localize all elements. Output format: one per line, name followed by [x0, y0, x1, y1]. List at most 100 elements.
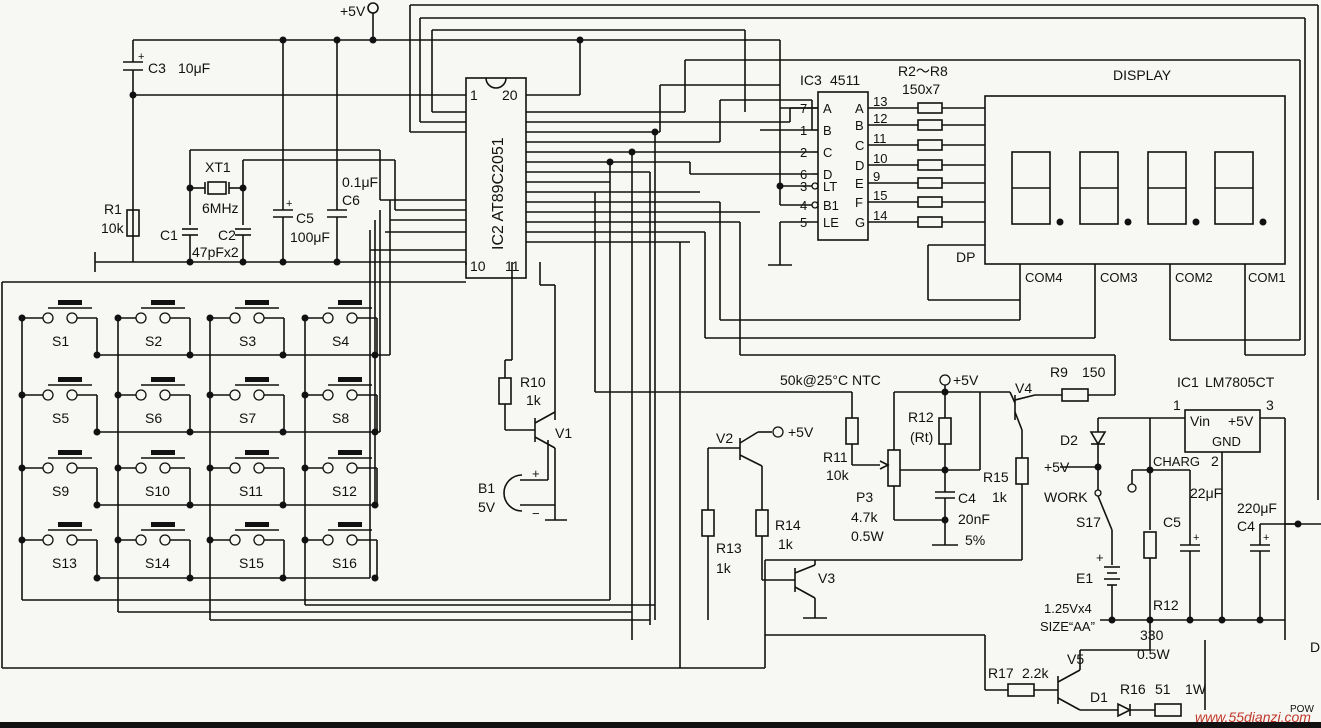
- e1-label: E1: [1076, 570, 1093, 586]
- com3-label: COM3: [1100, 270, 1138, 285]
- key-switch-s1[interactable]: S1: [23, 300, 98, 355]
- r10-label: R10: [520, 374, 546, 390]
- display-module: [704, 95, 1305, 378]
- ic1-pin1: 1: [1173, 397, 1181, 413]
- segment-resistors: [917, 102, 985, 228]
- ntc-section: [594, 192, 1116, 561]
- r2r8-value: 150x7: [902, 81, 940, 97]
- c5-left-label: C5: [296, 210, 314, 226]
- key-switch-s15[interactable]: S15: [210, 522, 285, 578]
- display-label: DISPLAY: [1113, 67, 1172, 83]
- key-switch-s4[interactable]: S4: [303, 300, 378, 355]
- s17-label: S17: [1076, 514, 1101, 530]
- segment-resistor: [917, 216, 985, 228]
- c4-left-value: 20nF: [958, 511, 990, 527]
- ic2-pin10: 10: [470, 258, 486, 274]
- com4-label: COM4: [1025, 270, 1063, 285]
- ic2-left-lines: [1, 199, 681, 669]
- v5-label: V5: [1067, 651, 1084, 667]
- key-label: S7: [239, 410, 256, 426]
- c2-label: C2: [218, 227, 236, 243]
- ic3-left-pin-name: LT: [823, 179, 837, 194]
- c6-value: 0.1μF: [342, 174, 378, 190]
- ic3-right-pin-num: 11: [873, 131, 887, 146]
- edge-d: D: [1310, 639, 1320, 655]
- ic3-left-pin-num: 4: [800, 198, 807, 213]
- key-label: S5: [52, 410, 69, 426]
- r16-label: R16: [1120, 681, 1146, 697]
- key-switch-s8[interactable]: S8: [303, 377, 378, 432]
- segment-resistor: [917, 119, 985, 131]
- r13-value: 1k: [716, 560, 732, 576]
- ic3-right-pin-num: 12: [873, 111, 887, 126]
- r12-left-label: R12: [908, 409, 934, 425]
- b1-label: B1: [478, 480, 495, 496]
- v1-driver: [498, 262, 567, 521]
- r12-right-watt: 0.5W: [1137, 646, 1170, 662]
- power-supply: [1060, 409, 1321, 640]
- key-switch-s5[interactable]: S5: [23, 377, 98, 432]
- svg-text:+: +: [1263, 532, 1269, 544]
- ic3-left-pin-num: 1: [800, 123, 807, 138]
- key-label: S13: [52, 555, 77, 571]
- r9-value: 150: [1082, 364, 1106, 380]
- ic3-right-pin-num: 9: [873, 169, 880, 184]
- ic1-vin: Vin: [1190, 413, 1210, 429]
- key-switch-s9[interactable]: S9: [23, 450, 98, 505]
- key-switch-s14[interactable]: S14: [116, 522, 191, 578]
- key-switch-s10[interactable]: S10: [116, 450, 191, 505]
- key-label: S9: [52, 483, 69, 499]
- ic3-left-pin-num: 6: [800, 167, 807, 182]
- r1-label: R1: [104, 201, 122, 217]
- key-switch-s16[interactable]: S16: [303, 522, 378, 578]
- ic3-left-pin-name: B: [823, 123, 832, 138]
- v2-vcc: +5V: [788, 424, 814, 440]
- bottom-edge: [0, 722, 1321, 728]
- r10-value: 1k: [526, 392, 542, 408]
- segment-resistor: [917, 139, 985, 151]
- ic3-right-pin-name: A: [855, 101, 864, 116]
- v2-label: V2: [716, 430, 733, 446]
- key-switch-s11[interactable]: S11: [210, 450, 285, 505]
- segment-resistor: [917, 177, 985, 189]
- r2r8-label: R2～R8: [898, 63, 948, 79]
- svg-text:−: −: [532, 506, 540, 521]
- r17-value: 2.2k: [1022, 665, 1049, 681]
- ic3-left-pin-name: A: [823, 101, 832, 116]
- c6-label: C6: [342, 192, 360, 208]
- r11-label: R11: [823, 449, 848, 465]
- key-label: S2: [145, 333, 162, 349]
- key-switch-s6[interactable]: S6: [116, 377, 191, 432]
- r14-value: 1k: [778, 536, 794, 552]
- key-label: S1: [52, 333, 69, 349]
- key-switch-s3[interactable]: S3: [210, 300, 285, 355]
- c4-left-label: C4: [958, 490, 976, 506]
- key-label: S12: [332, 483, 357, 499]
- r1-value: 10k: [101, 220, 125, 236]
- r11-value: 10k: [826, 467, 850, 483]
- ic3-left-pin-name: C: [823, 145, 832, 160]
- ic3-decoder: [760, 91, 869, 266]
- key-switch-s7[interactable]: S7: [210, 377, 285, 432]
- ic1-label: IC1: [1177, 374, 1199, 390]
- v4-label: V4: [1015, 380, 1032, 396]
- e1-size: SIZE“AA”: [1040, 619, 1095, 634]
- p3-watt: 0.5W: [851, 528, 884, 544]
- key-switch-s13[interactable]: S13: [23, 522, 98, 578]
- c3-label: C3: [148, 60, 166, 76]
- r1-resistor: [126, 209, 140, 237]
- segment-resistor: [917, 159, 985, 171]
- e1-value: 1.25Vx4: [1044, 601, 1092, 616]
- key-switch-s2[interactable]: S2: [116, 300, 191, 355]
- buzzer-drivers: [701, 426, 827, 620]
- d1-label: D1: [1090, 689, 1108, 705]
- ic3-right-pin-name: D: [855, 158, 864, 173]
- c3-value: 10μF: [178, 60, 210, 76]
- charge-control: [680, 560, 1206, 718]
- r9-label: R9: [1050, 364, 1068, 380]
- key-switch-s12[interactable]: S12: [303, 450, 378, 505]
- crystal-xt1: [182, 149, 395, 262]
- svg-text:+: +: [1193, 532, 1199, 544]
- ntc-vcc: +5V: [953, 372, 979, 388]
